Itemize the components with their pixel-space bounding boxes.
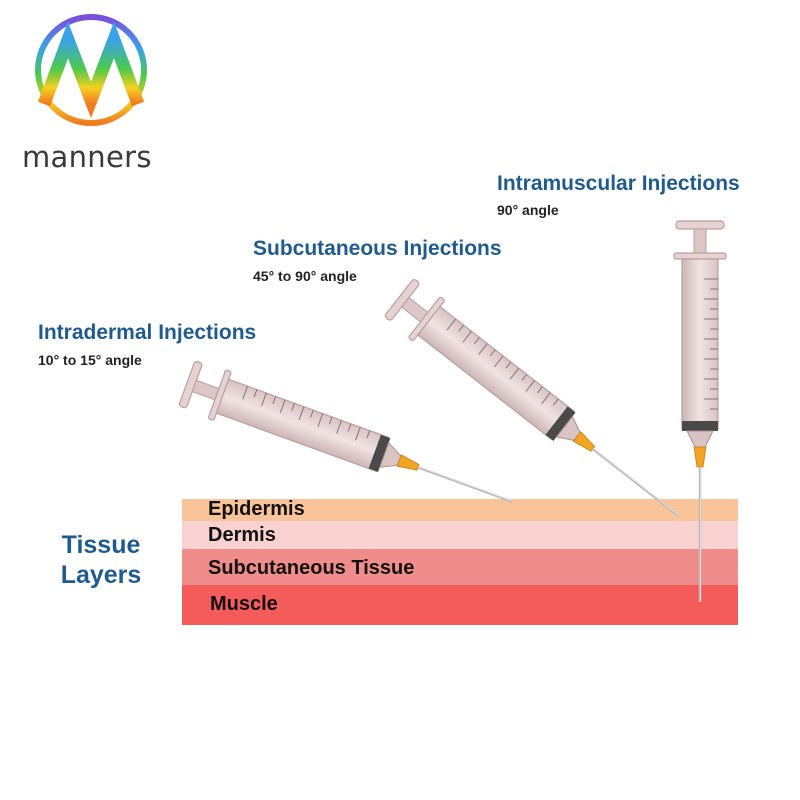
brand-logo: manners [22, 12, 162, 174]
intramuscular-title: Intramuscular Injections [497, 172, 740, 195]
intradermal-angle: 10° to 15° angle [38, 352, 142, 368]
intramuscular-angle: 90° angle [497, 202, 559, 218]
syringe-intramuscular [673, 220, 727, 602]
syringes [178, 220, 727, 602]
subcutaneous-title: Subcutaneous Injections [253, 237, 502, 260]
layer-label-muscle: Muscle [210, 593, 278, 615]
tissue-heading-line2: Layers [60, 561, 142, 589]
intradermal-title: Intradermal Injections [38, 321, 257, 344]
tissue-layers [182, 499, 738, 625]
tissue-layers-heading: Tissue Layers [40, 530, 162, 590]
subcutaneous-angle: 45° to 90° angle [253, 268, 357, 284]
layer-label-subcutaneous: Subcutaneous Tissue [208, 557, 415, 579]
logo-mark-icon [35, 14, 147, 126]
layer-label-dermis: Dermis [208, 524, 276, 546]
brand-name: manners [22, 140, 152, 174]
syringe-subcutaneous [384, 279, 681, 518]
tissue-heading-line1: Tissue [61, 531, 141, 559]
layer-band-dermis [182, 521, 738, 549]
layer-band-subcutaneous-tissue [182, 549, 738, 585]
layer-label-epidermis: Epidermis [208, 498, 305, 520]
layer-band-epidermis [182, 499, 738, 521]
syringe-intradermal [178, 360, 513, 503]
layer-band-muscle [182, 585, 738, 625]
